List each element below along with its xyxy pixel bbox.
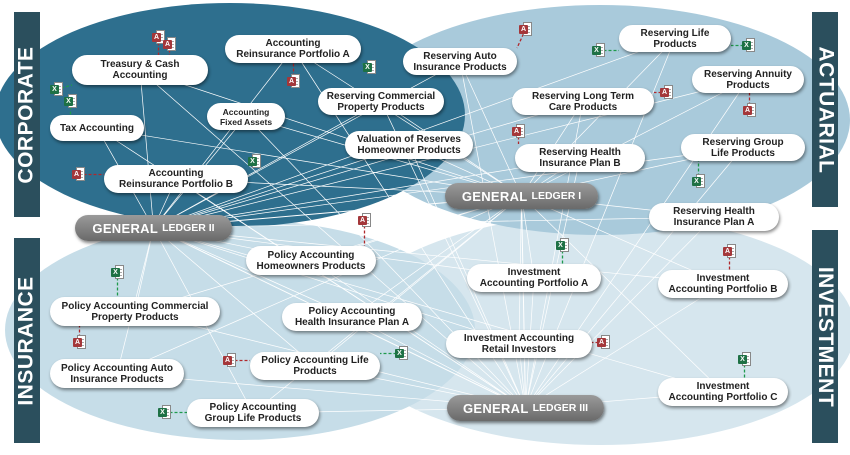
node-policy-commercial[interactable]: Policy Accounting Commercial Property Pr… bbox=[50, 297, 220, 326]
node-investment-portfolio-b[interactable]: Investment Accounting Portfolio B bbox=[658, 270, 788, 298]
node-accounting-fixed-assets[interactable]: Accounting Fixed Assets bbox=[207, 103, 285, 130]
ledger-link-line bbox=[521, 195, 724, 393]
node-reserving-health-a[interactable]: Reserving Health Insurance Plan A bbox=[649, 203, 779, 231]
ledger-suffix: LEDGER III bbox=[532, 402, 589, 414]
ledger-label: GENERAL bbox=[462, 400, 529, 416]
node-reserving-auto[interactable]: Reserving Auto Insurance Products bbox=[403, 48, 517, 75]
ledger-suffix: LEDGER II bbox=[162, 222, 215, 234]
access-database-icon[interactable]: A bbox=[743, 103, 756, 118]
insurance-label: INSURANCE bbox=[15, 275, 38, 406]
node-treasury-cash-accounting[interactable]: Treasury & Cash Accounting bbox=[72, 55, 208, 85]
node-reserving-health-b[interactable]: Reserving Health Insurance Plan B bbox=[515, 144, 645, 172]
excel-spreadsheet-icon[interactable]: X bbox=[64, 94, 77, 109]
excel-spreadsheet-icon[interactable]: X bbox=[742, 38, 755, 53]
ledger-link-line bbox=[351, 316, 526, 409]
ledger-link-line bbox=[139, 69, 522, 197]
node-policy-health-a[interactable]: Policy Accounting Health Insurance Plan … bbox=[282, 303, 422, 331]
ledger-link-line bbox=[116, 195, 522, 374]
node-investment-portfolio-c[interactable]: Investment Accounting Portfolio C bbox=[658, 378, 788, 406]
ledger-link-line bbox=[521, 195, 526, 409]
node-reserving-life[interactable]: Reserving Life Products bbox=[619, 25, 731, 52]
general-ledger-3[interactable]: GENERAL LEDGER III bbox=[447, 395, 604, 421]
access-database-icon[interactable]: A bbox=[72, 167, 85, 182]
node-policy-homeowners[interactable]: Policy Accounting Homeowners Products bbox=[246, 246, 376, 275]
ledger-link-line bbox=[153, 227, 316, 367]
node-investment-portfolio-a[interactable]: Investment Accounting Portfolio A bbox=[467, 264, 601, 292]
ledger-link-line bbox=[521, 79, 749, 197]
icon-link-line bbox=[516, 29, 527, 49]
general-ledger-1[interactable]: GENERAL LEDGER I bbox=[445, 183, 598, 209]
access-database-icon[interactable]: A bbox=[512, 124, 525, 139]
ledger-link-line bbox=[153, 101, 584, 229]
insurance-sidebar: INSURANCE bbox=[14, 238, 40, 443]
access-database-icon[interactable]: A bbox=[723, 244, 736, 259]
ledger-link-line bbox=[525, 283, 724, 409]
ledger-link-line bbox=[525, 147, 744, 409]
access-database-icon[interactable]: A bbox=[223, 353, 236, 368]
node-accounting-reinsurance-b[interactable]: Accounting Reinsurance Portfolio B bbox=[104, 165, 248, 193]
ledger-link-line bbox=[525, 216, 715, 409]
node-tax-accounting[interactable]: Tax Accounting bbox=[50, 115, 144, 141]
ledger-link-line bbox=[351, 195, 522, 318]
node-reserving-commercial[interactable]: Reserving Commercial Property Products bbox=[318, 88, 444, 115]
ledger-link-line bbox=[314, 195, 522, 367]
node-reserving-long-term-care[interactable]: Reserving Long Term Care Products bbox=[512, 88, 654, 115]
ledger-link-line bbox=[153, 48, 294, 229]
ledger-link-line bbox=[245, 116, 526, 409]
access-database-icon[interactable]: A bbox=[73, 335, 86, 350]
ledger-link-line bbox=[139, 69, 154, 229]
node-policy-auto[interactable]: Policy Accounting Auto Insurance Product… bbox=[50, 359, 184, 388]
node-policy-group-life[interactable]: Policy Accounting Group Life Products bbox=[187, 399, 319, 427]
excel-spreadsheet-icon[interactable]: X bbox=[395, 346, 408, 361]
access-database-icon[interactable]: A bbox=[519, 22, 532, 37]
ledger-link-line bbox=[521, 195, 724, 285]
access-database-icon[interactable]: A bbox=[163, 37, 176, 52]
general-ledger-2[interactable]: GENERAL LEDGER II bbox=[75, 215, 232, 241]
ledger-label: GENERAL bbox=[92, 220, 159, 236]
node-investment-retail-investors[interactable]: Investment Accounting Retail Investors bbox=[446, 330, 592, 358]
node-reserving-annuity[interactable]: Reserving Annuity Products bbox=[692, 66, 804, 93]
excel-spreadsheet-icon[interactable]: X bbox=[692, 174, 705, 189]
excel-spreadsheet-icon[interactable]: X bbox=[556, 238, 569, 253]
node-valuation-of-reserves[interactable]: Valuation of Reserves Homeowner Products bbox=[345, 131, 473, 159]
excel-spreadsheet-icon[interactable]: X bbox=[158, 405, 171, 420]
excel-spreadsheet-icon[interactable]: X bbox=[363, 60, 376, 75]
excel-spreadsheet-icon[interactable]: X bbox=[738, 352, 751, 367]
access-database-icon[interactable]: A bbox=[358, 213, 371, 228]
node-policy-life[interactable]: Policy Accounting Life Products bbox=[250, 352, 380, 380]
ledger-link-line bbox=[153, 101, 382, 229]
excel-spreadsheet-icon[interactable]: X bbox=[111, 265, 124, 280]
ledger-link-line bbox=[310, 260, 526, 409]
actuarial-label: ACTUARIAL bbox=[814, 46, 838, 173]
access-database-icon[interactable]: A bbox=[597, 335, 610, 350]
ledger-link-line bbox=[153, 227, 724, 285]
excel-spreadsheet-icon[interactable]: X bbox=[248, 154, 261, 169]
access-database-icon[interactable]: A bbox=[287, 74, 300, 89]
ledger-suffix: LEDGER I bbox=[531, 190, 582, 202]
ledger-label: GENERAL bbox=[461, 188, 528, 204]
node-reserving-group-life[interactable]: Reserving Group Life Products bbox=[681, 134, 805, 161]
actuarial-sidebar: ACTUARIAL bbox=[812, 12, 838, 207]
access-database-icon[interactable]: A bbox=[660, 85, 673, 100]
corporate-sidebar: CORPORATE bbox=[14, 12, 40, 217]
access-database-icon[interactable]: A bbox=[152, 30, 165, 45]
ledger-link-line bbox=[153, 227, 520, 345]
ledger-link-line bbox=[292, 48, 522, 197]
investment-label: INVESTMENT bbox=[814, 266, 837, 407]
corporate-label: CORPORATE bbox=[15, 45, 38, 184]
investment-sidebar: INVESTMENT bbox=[812, 230, 838, 443]
excel-spreadsheet-icon[interactable]: X bbox=[50, 82, 63, 97]
node-accounting-reinsurance-a[interactable]: Accounting Reinsurance Portfolio A bbox=[225, 35, 361, 63]
excel-spreadsheet-icon[interactable]: X bbox=[592, 43, 605, 58]
